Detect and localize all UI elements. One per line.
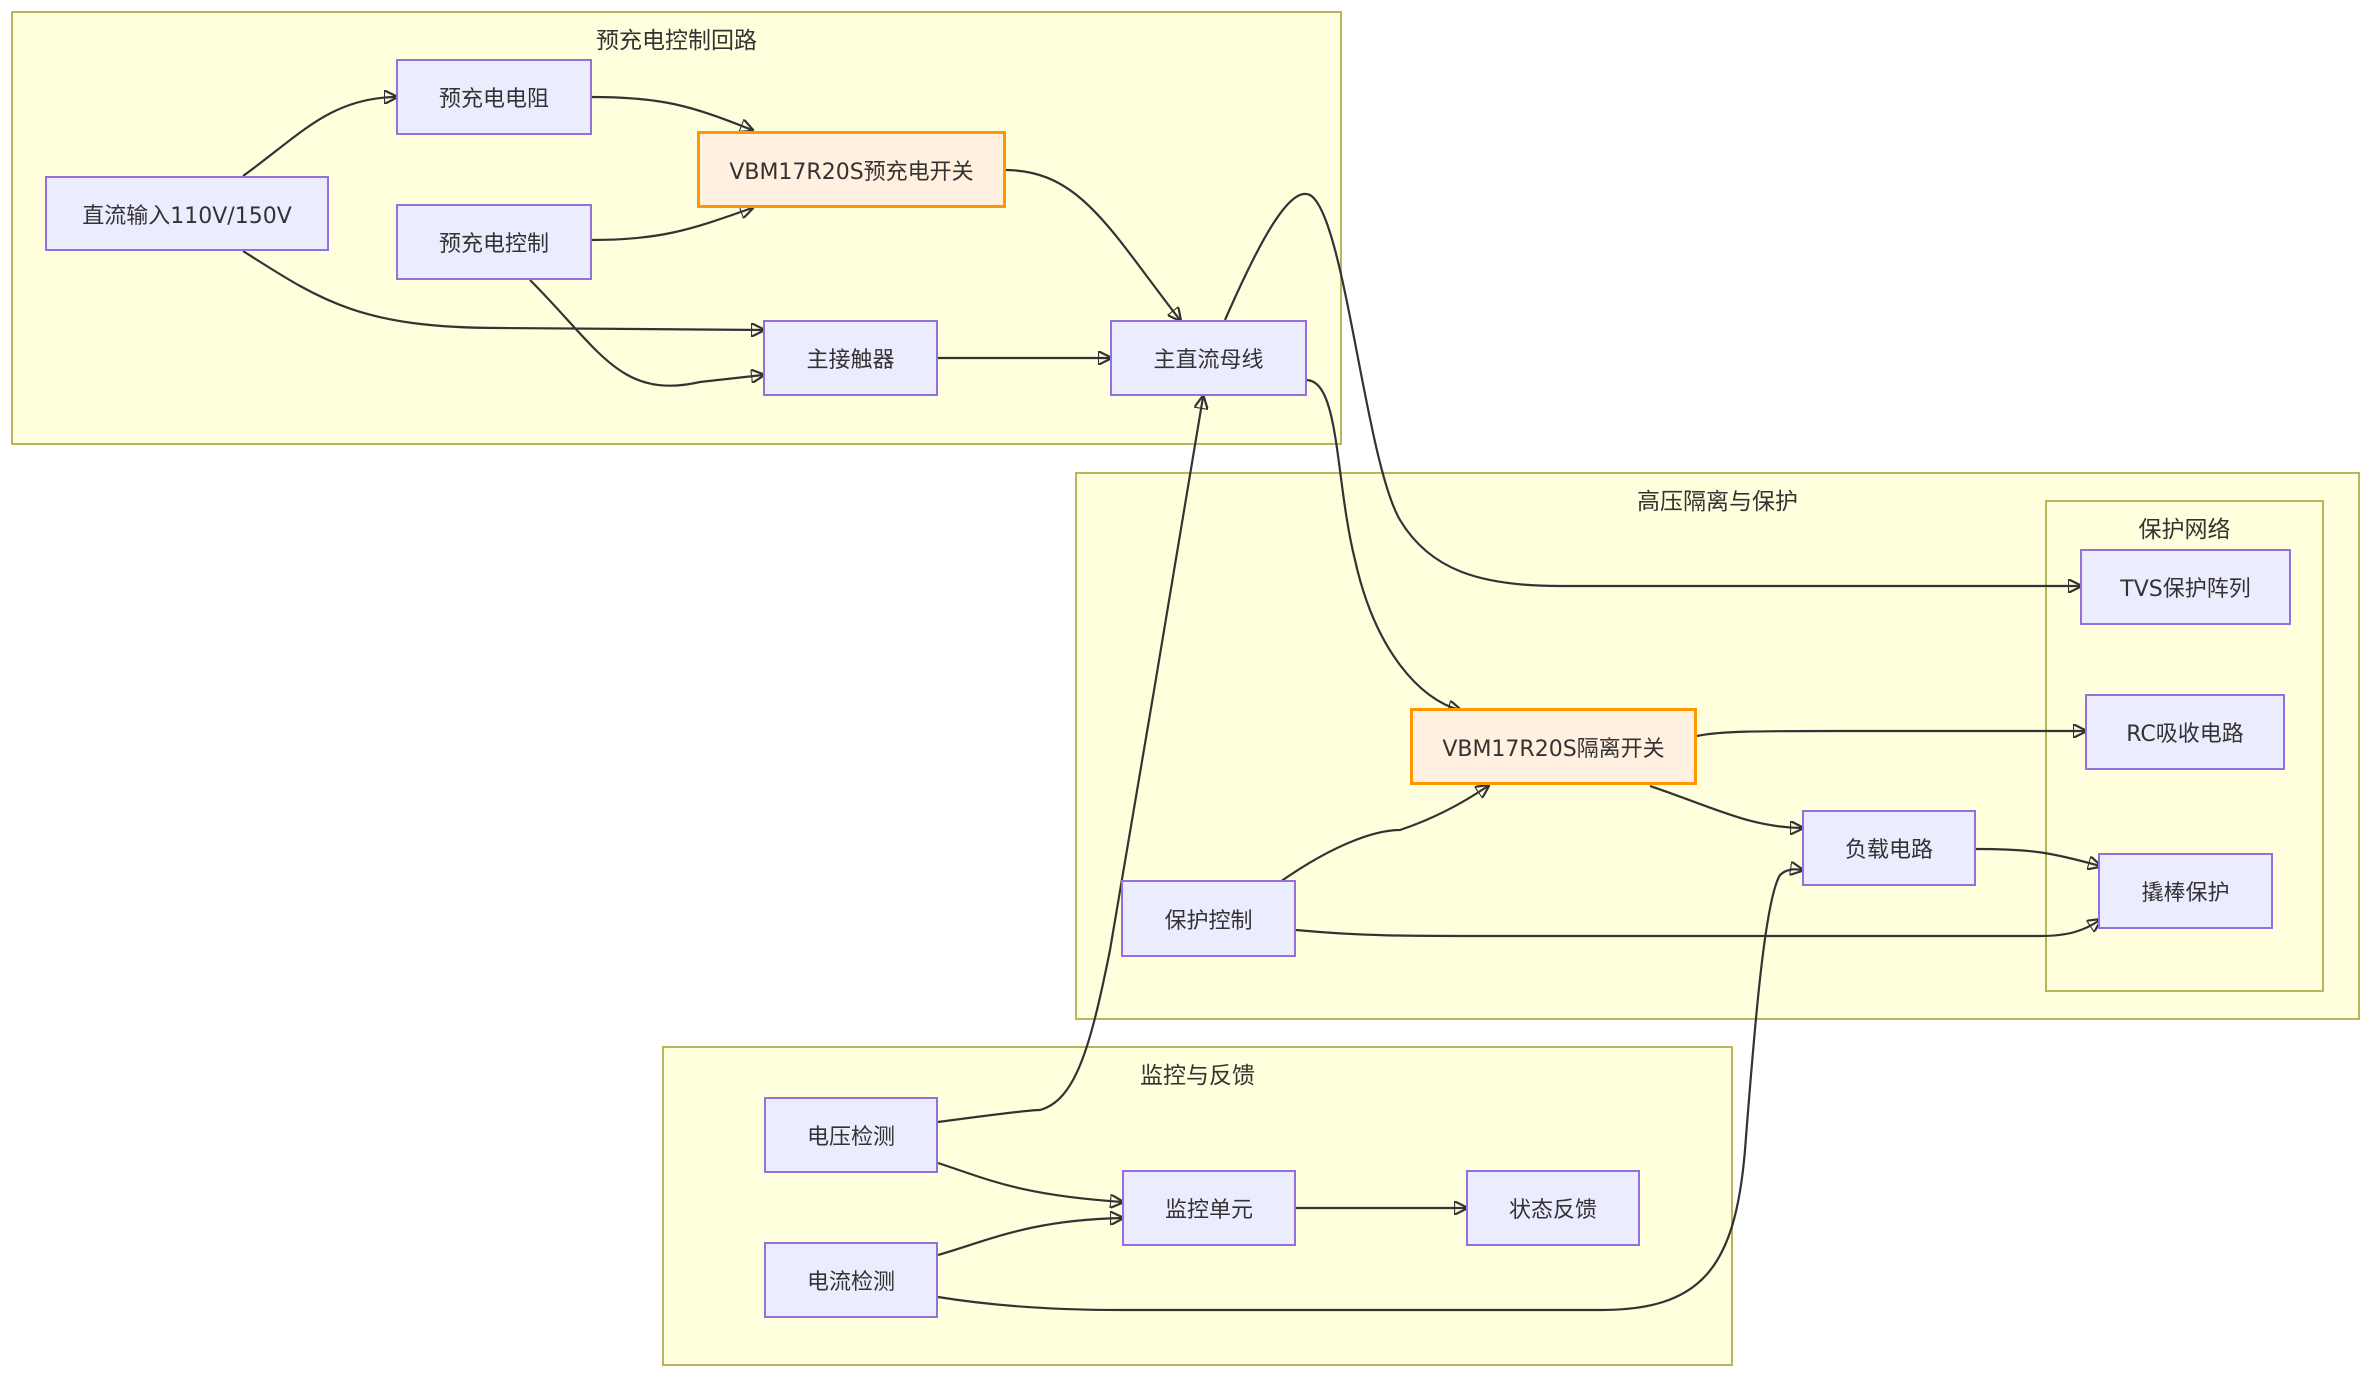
node-precharge-resistor-label: 预充电电阻 [438, 87, 549, 112]
node-rc-snubber-label: RC吸收电路 [2126, 722, 2244, 747]
node-dc-input[interactable]: 直流输入110V/150V [45, 176, 329, 251]
node-protection-control-label: 保护控制 [1164, 908, 1253, 934]
node-status-feedback[interactable]: 状态反馈 [1466, 1170, 1640, 1246]
node-load-circuit-label: 负载电路 [1844, 838, 1933, 863]
node-rc-snubber[interactable]: RC吸收电路 [2085, 694, 2285, 770]
node-main-bus[interactable]: 主直流母线 [1110, 320, 1307, 396]
node-main-contactor[interactable]: 主接触器 [763, 320, 938, 396]
node-monitor-unit[interactable]: 监控单元 [1122, 1170, 1296, 1246]
node-protection-control[interactable]: 保护控制 [1121, 880, 1296, 957]
node-crowbar[interactable]: 撬棒保护 [2098, 853, 2273, 929]
cluster-protection-title: 保护网络 [2138, 517, 2231, 543]
node-monitor-unit-label: 监控单元 [1164, 1198, 1253, 1223]
node-precharge-control[interactable]: 预充电控制 [396, 204, 592, 280]
node-load-circuit[interactable]: 负载电路 [1802, 810, 1976, 886]
node-main-bus-label: 主直流母线 [1153, 348, 1264, 373]
node-precharge-control-label: 预充电控制 [438, 232, 549, 257]
node-tvs-array[interactable]: TVS保护阵列 [2080, 549, 2291, 625]
node-tvs-array-label: TVS保护阵列 [2120, 577, 2251, 602]
node-current-sense-label: 电流检测 [806, 1270, 895, 1295]
node-precharge-resistor[interactable]: 预充电电阻 [396, 59, 592, 135]
node-main-contactor-label: 主接触器 [806, 348, 895, 373]
node-voltage-sense[interactable]: 电压检测 [764, 1097, 938, 1173]
node-current-sense[interactable]: 电流检测 [764, 1242, 938, 1318]
node-voltage-sense-label: 电压检测 [806, 1125, 895, 1150]
cluster-monitor-title: 监控与反馈 [1140, 1063, 1255, 1089]
node-dc-input-label: 直流输入110V/150V [82, 203, 292, 229]
node-crowbar-label: 撬棒保护 [2141, 881, 2230, 906]
node-isolation-switch[interactable]: VBM17R20S隔离开关 [1410, 708, 1697, 785]
node-isolation-switch-label: VBM17R20S隔离开关 [1442, 736, 1665, 762]
node-status-feedback-label: 状态反馈 [1508, 1198, 1597, 1223]
node-precharge-switch[interactable]: VBM17R20S预充电开关 [697, 131, 1006, 208]
node-precharge-switch-label: VBM17R20S预充电开关 [729, 159, 974, 185]
cluster-precharge-title: 预充电控制回路 [596, 28, 757, 54]
